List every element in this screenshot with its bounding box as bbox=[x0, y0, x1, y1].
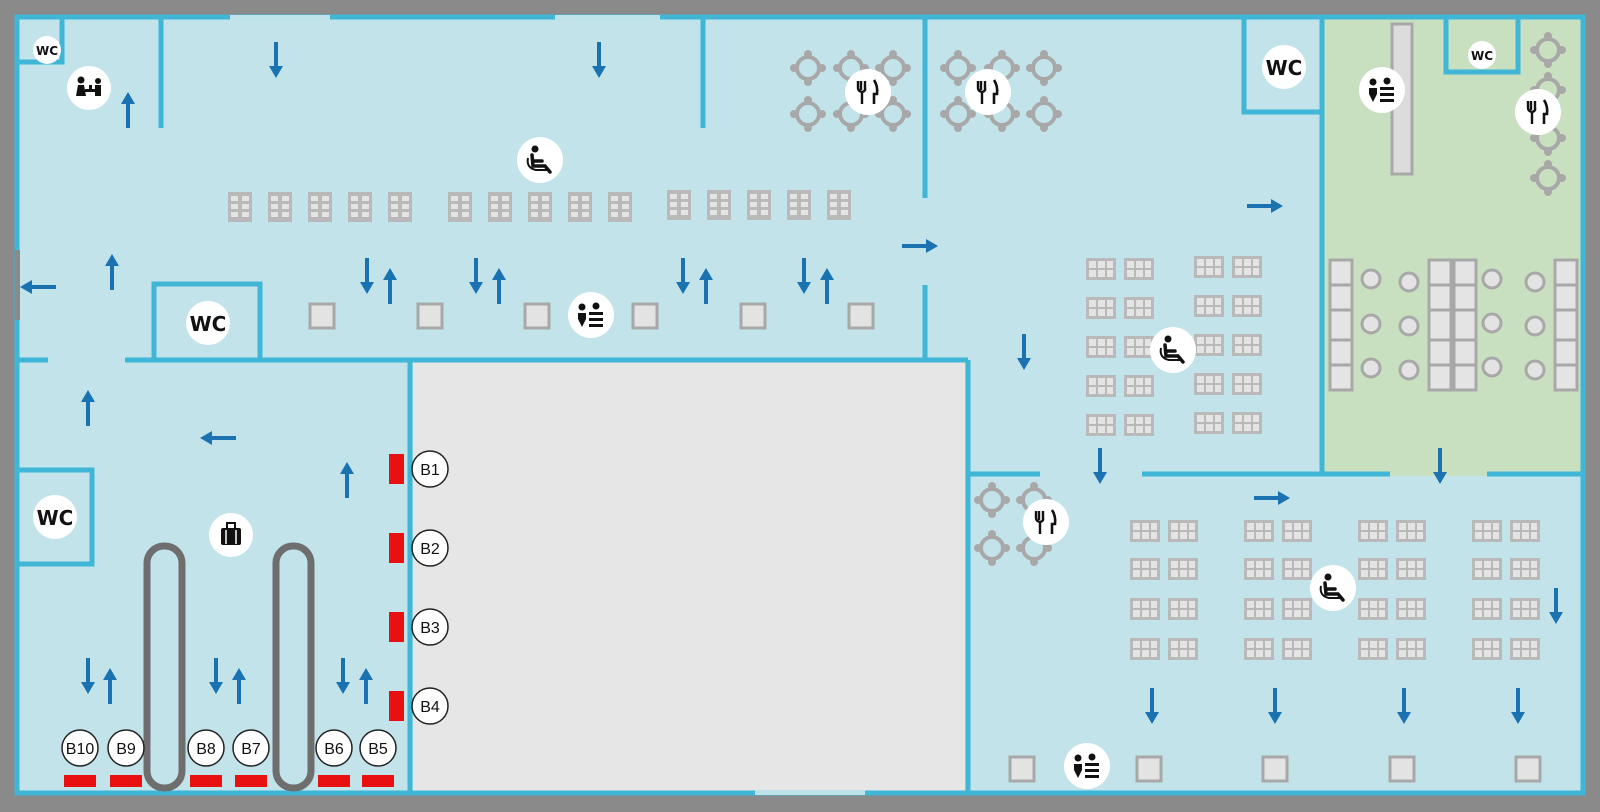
svg-text:B7: B7 bbox=[241, 741, 261, 758]
gates-bottom: B10 B9 B8 B7 B6 B5 bbox=[61, 729, 397, 787]
restroom-icon: WC bbox=[33, 36, 61, 64]
svg-text:WC: WC bbox=[1266, 56, 1303, 80]
family-room-icon bbox=[67, 66, 111, 110]
svg-text:WC: WC bbox=[37, 506, 74, 530]
gate-label-b9: B9 bbox=[107, 729, 145, 767]
svg-text:B9: B9 bbox=[116, 741, 136, 758]
gate-label-b8: B8 bbox=[187, 729, 225, 767]
restaurant-icon bbox=[965, 69, 1011, 115]
svg-text:B4: B4 bbox=[420, 699, 440, 716]
information-desk-icon bbox=[1359, 67, 1405, 113]
baggage-carousels bbox=[143, 542, 315, 792]
waiting-markers bbox=[517, 137, 1356, 611]
restaurant-icon bbox=[1515, 89, 1561, 135]
gate-label-b3: B3 bbox=[411, 608, 449, 646]
information-desk-icon bbox=[1064, 743, 1110, 789]
svg-text:B10: B10 bbox=[66, 741, 95, 758]
gate-label-b6: B6 bbox=[315, 729, 353, 767]
restroom-icon: WC bbox=[186, 301, 230, 345]
restroom-icon: WC bbox=[1468, 41, 1496, 69]
restroom-markers: WC WC WC WC WC bbox=[33, 36, 1496, 539]
gate-label-b7: B7 bbox=[232, 729, 270, 767]
restricted-apron-area bbox=[413, 362, 965, 792]
gates-vertical: B1 B2 B3 B4 bbox=[389, 450, 449, 725]
waiting-seat-icon bbox=[517, 137, 563, 183]
gate-label-b10: B10 bbox=[61, 729, 99, 767]
seating-top bbox=[228, 190, 851, 222]
svg-text:B2: B2 bbox=[420, 541, 440, 558]
svg-text:B3: B3 bbox=[420, 620, 440, 637]
lounge-seating bbox=[1328, 258, 1579, 392]
svg-text:WC: WC bbox=[36, 44, 58, 58]
gate-label-b5: B5 bbox=[359, 729, 397, 767]
restaurant-icon bbox=[1023, 499, 1069, 545]
restaurant-markers bbox=[845, 69, 1561, 545]
waiting-seat-icon bbox=[1310, 565, 1356, 611]
svg-text:B1: B1 bbox=[420, 462, 440, 479]
svg-text:WC: WC bbox=[1471, 49, 1493, 63]
restroom-icon: WC bbox=[1262, 45, 1306, 89]
svg-text:B5: B5 bbox=[368, 741, 388, 758]
svg-text:B6: B6 bbox=[324, 741, 344, 758]
svg-text:WC: WC bbox=[190, 312, 227, 336]
baggage-claim-icon bbox=[209, 513, 253, 557]
restroom-icon: WC bbox=[33, 495, 77, 539]
information-desk-icon bbox=[568, 292, 614, 338]
gate-label-b2: B2 bbox=[411, 529, 449, 567]
info-markers bbox=[568, 67, 1405, 789]
gate-label-b4: B4 bbox=[411, 687, 449, 725]
gate-label-b1: B1 bbox=[411, 450, 449, 488]
waiting-seat-icon bbox=[1150, 327, 1196, 373]
svg-text:B8: B8 bbox=[196, 741, 216, 758]
restaurant-icon bbox=[845, 69, 891, 115]
